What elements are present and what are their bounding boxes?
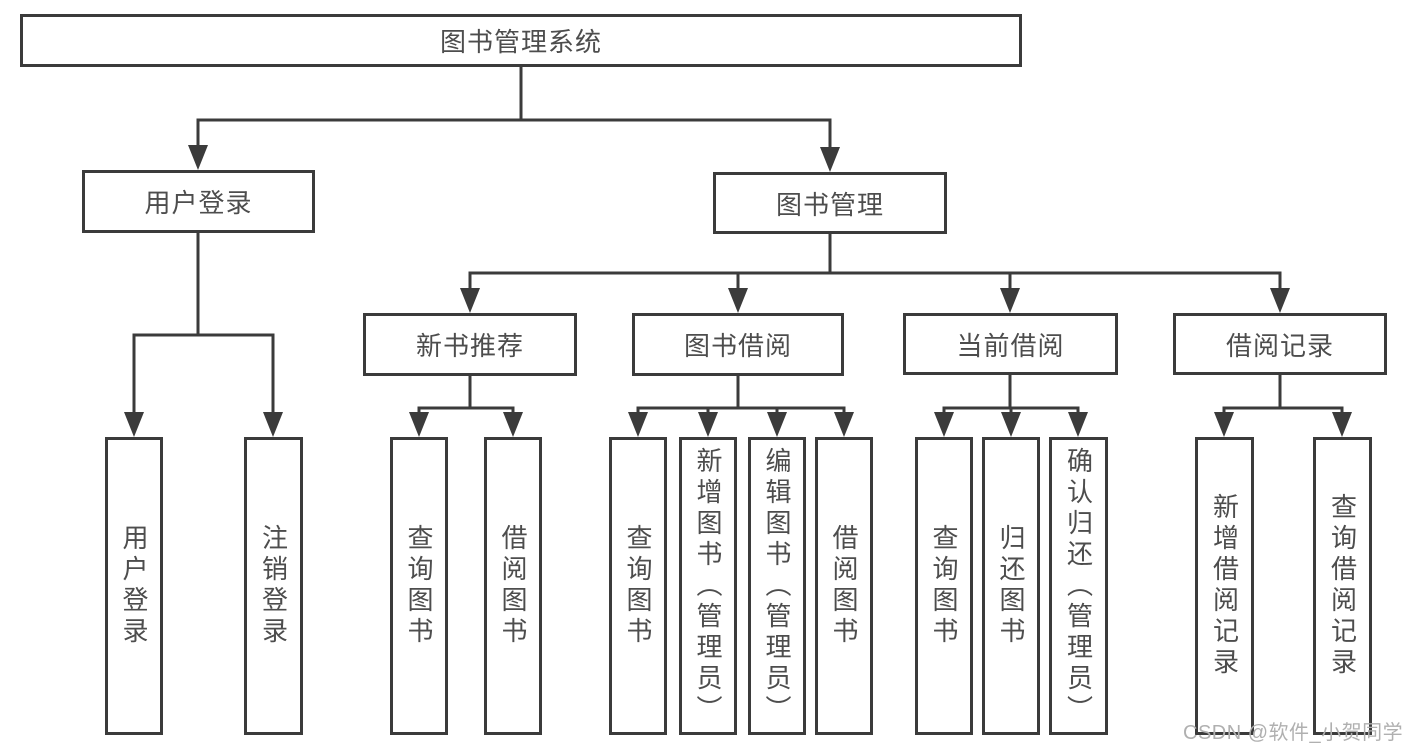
node-label: 用户登录 [144, 188, 253, 218]
node-book-management-module: 图书管理 [713, 172, 947, 234]
node-leaf-user-login: 用户登录 [105, 437, 163, 735]
node-leaf-borrow-books-1: 借阅图书 [484, 437, 542, 735]
node-leaf-query-books-3: 查询图书 [915, 437, 973, 735]
node-label: 图书管理系统 [439, 27, 602, 57]
node-new-book-recommend: 新书推荐 [363, 313, 577, 376]
node-leaf-query-books-1: 查询图书 [390, 437, 448, 735]
node-label: 归还图书 [996, 524, 1026, 648]
node-label: 图书借阅 [683, 331, 792, 361]
node-root-system: 图书管理系统 [20, 14, 1022, 67]
node-label: 查询图书 [929, 524, 959, 648]
node-leaf-confirm-return-admin: 确认归还（管理员） [1049, 437, 1108, 735]
node-label: 查询借阅记录 [1327, 493, 1358, 679]
watermark: CSDN @软件_小贺同学 [1183, 722, 1404, 744]
node-leaf-add-borrow-record: 新增借阅记录 [1195, 437, 1254, 735]
node-book-borrowing: 图书借阅 [632, 313, 844, 376]
node-label: 用户登录 [119, 524, 149, 648]
node-label: 注销登录 [258, 524, 289, 648]
node-leaf-edit-books-admin: 编辑图书（管理员） [748, 437, 806, 735]
node-label: 新增图书（管理员） [693, 446, 723, 726]
node-label: 编辑图书（管理员） [762, 446, 792, 726]
node-label: 新增借阅记录 [1209, 493, 1240, 679]
node-leaf-query-books-2: 查询图书 [609, 437, 667, 735]
node-borrowing-records: 借阅记录 [1173, 313, 1387, 375]
node-leaf-query-borrow-record: 查询借阅记录 [1313, 437, 1372, 735]
node-label: 确认归还（管理员） [1063, 446, 1094, 726]
node-label: 当前借阅 [956, 330, 1065, 361]
node-current-borrowing: 当前借阅 [903, 313, 1118, 375]
node-leaf-borrow-books-2: 借阅图书 [815, 437, 873, 735]
node-user-login-module: 用户登录 [82, 170, 315, 233]
arrowheads [124, 145, 1352, 437]
node-leaf-return-books: 归还图书 [982, 437, 1040, 735]
node-label: 借阅图书 [498, 524, 528, 648]
node-label: 借阅记录 [1225, 330, 1334, 361]
node-label: 查询图书 [404, 524, 434, 648]
node-label: 借阅图书 [829, 524, 859, 648]
node-leaf-logout: 注销登录 [244, 437, 303, 735]
node-label: 新书推荐 [415, 331, 524, 361]
node-label: 查询图书 [623, 524, 653, 648]
node-label: 图书管理 [775, 189, 884, 220]
node-leaf-add-books-admin: 新增图书（管理员） [679, 437, 737, 735]
